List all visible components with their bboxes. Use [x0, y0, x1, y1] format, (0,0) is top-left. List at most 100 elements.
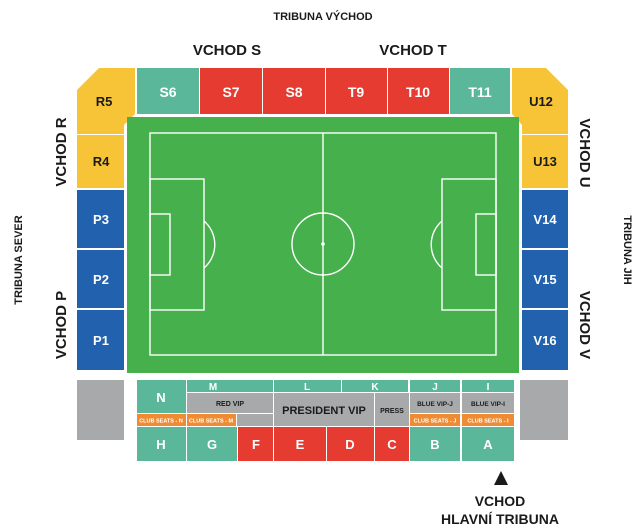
entrance-arrow-icon	[494, 471, 508, 485]
label-vchod-s: VCHOD S	[193, 42, 261, 59]
section-label-c: C	[387, 437, 397, 452]
section-m[interactable]	[187, 380, 273, 392]
label-vchod-v: VCHOD V	[576, 291, 593, 359]
section-label-s6: S6	[159, 84, 176, 100]
section-d[interactable]	[327, 427, 374, 461]
left-stand: R5 R4 P3 P2 P1	[77, 68, 135, 370]
section-label-u12: U12	[529, 94, 553, 109]
section-t9[interactable]	[326, 68, 387, 114]
section-label-b: B	[430, 437, 439, 452]
section-v15[interactable]	[522, 250, 568, 308]
club-seats-m-label: CLUB SEATS - M	[189, 419, 234, 425]
section-k[interactable]	[342, 380, 408, 392]
section-label-e: E	[296, 437, 305, 452]
section-e[interactable]	[274, 427, 326, 461]
label-vchod-t: VCHOD T	[379, 42, 447, 59]
section-h[interactable]	[137, 427, 186, 461]
club-seats-i-label: CLUB SEATS - I	[467, 419, 509, 425]
club-seats-j-label: CLUB SEATS - J	[414, 419, 457, 425]
section-label-s7: S7	[222, 84, 239, 100]
section-label-i: I	[487, 382, 490, 393]
blue-vip-j-label: BLUE VIP-J	[417, 401, 453, 408]
club-seats-n-label: CLUB SEATS - N	[139, 419, 183, 425]
section-label-a: A	[483, 437, 493, 452]
right-stand: U12 U13 V14 V15 V16	[512, 68, 568, 370]
section-s8[interactable]	[263, 68, 325, 114]
label-tribuna-sever: TRIBUNA SEVER	[13, 215, 25, 304]
section-l[interactable]	[274, 380, 341, 392]
section-label-g: G	[207, 437, 217, 452]
section-label-t11: T11	[468, 84, 492, 100]
club-seats-m[interactable]	[187, 414, 236, 426]
section-n[interactable]	[137, 380, 186, 413]
top-stand: S6 S7 S8 T9 T10 T11	[137, 68, 510, 114]
section-t11[interactable]	[450, 68, 510, 114]
section-f[interactable]	[238, 427, 273, 461]
press-box[interactable]	[375, 393, 409, 426]
section-label-v15: V15	[533, 272, 556, 287]
section-label-v16: V16	[533, 333, 556, 348]
section-b[interactable]	[410, 427, 460, 461]
section-label-p3: P3	[93, 212, 109, 227]
section-p1[interactable]	[77, 310, 124, 370]
section-a[interactable]	[462, 427, 514, 461]
club-seats-i[interactable]	[462, 414, 514, 426]
label-tribuna-vychod: TRIBUNA VÝCHOD	[273, 10, 372, 23]
president-vip-box[interactable]	[274, 393, 374, 426]
label-vchod-p: VCHOD P	[53, 291, 70, 359]
section-c[interactable]	[375, 427, 409, 461]
red-vip-label: RED VIP	[216, 401, 244, 408]
section-r5[interactable]	[77, 68, 135, 134]
section-label-t10: T10	[406, 84, 430, 100]
section-g[interactable]	[187, 427, 237, 461]
section-v16[interactable]	[522, 310, 568, 370]
football-pitch	[127, 117, 519, 373]
blue-vip-j-box[interactable]	[410, 393, 460, 413]
section-p2[interactable]	[77, 250, 124, 308]
club-seats-n[interactable]	[137, 414, 186, 426]
section-p3[interactable]	[77, 190, 124, 248]
label-vchod-r: VCHOD R	[53, 117, 70, 186]
label-hlavni-tribuna: HLAVNÍ TRIBUNA	[441, 511, 559, 527]
corner-block-left	[77, 380, 124, 440]
section-u13[interactable]	[522, 135, 568, 188]
center-spot	[321, 242, 325, 246]
section-label-l: L	[304, 382, 310, 393]
section-s7[interactable]	[200, 68, 262, 114]
section-label-n: N	[156, 390, 165, 405]
president-vip-label: PRESIDENT VIP	[282, 405, 366, 417]
section-label-u13: U13	[533, 154, 557, 169]
corner-block-right	[520, 380, 568, 440]
section-r4[interactable]	[77, 135, 124, 188]
label-vchod-u: VCHOD U	[576, 118, 593, 187]
section-label-d: D	[345, 437, 354, 452]
club-seats-j[interactable]	[410, 414, 460, 426]
press-label: PRESS	[380, 408, 404, 415]
section-i[interactable]	[462, 380, 514, 392]
section-label-p2: P2	[93, 272, 109, 287]
section-label-r5: R5	[96, 94, 113, 109]
blue-vip-i-box[interactable]	[462, 393, 514, 413]
blue-vip-i-label: BLUE VIP-I	[471, 401, 505, 408]
section-label-h: H	[156, 437, 165, 452]
gray-spacer-m	[237, 414, 273, 426]
section-label-s8: S8	[285, 84, 302, 100]
main-stand: N M L K J I RED VIP PRESIDENT VIP PRESS …	[137, 380, 514, 461]
label-vchod-main: VCHOD	[475, 493, 526, 509]
section-t10[interactable]	[388, 68, 449, 114]
section-label-m: M	[209, 382, 217, 393]
section-u12[interactable]	[512, 68, 568, 134]
section-label-r4: R4	[93, 154, 110, 169]
pitch-lines	[149, 132, 497, 356]
section-j[interactable]	[410, 380, 460, 392]
section-label-p1: P1	[93, 333, 109, 348]
section-label-t9: T9	[348, 84, 365, 100]
section-s6[interactable]	[137, 68, 199, 114]
red-vip-box[interactable]	[187, 393, 273, 413]
section-label-k: K	[371, 382, 379, 393]
section-label-v14: V14	[533, 212, 557, 227]
section-label-f: F	[252, 437, 260, 452]
section-v14[interactable]	[522, 190, 568, 248]
